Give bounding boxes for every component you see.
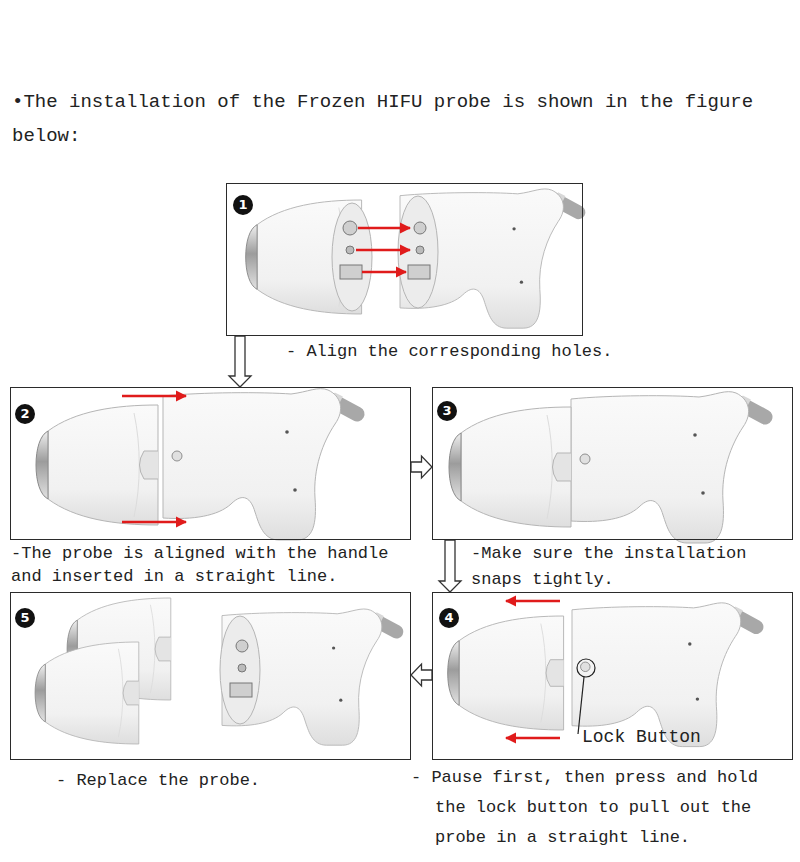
handle <box>571 392 765 543</box>
step-panel: 1- Align the corresponding holes. <box>226 183 583 336</box>
step-caption: -The probe is aligned with the handle an… <box>11 542 411 588</box>
handle-face <box>398 196 438 308</box>
red-arrow <box>122 521 186 524</box>
red-arrow <box>506 737 560 740</box>
pin-hole <box>343 221 357 235</box>
probe-face <box>332 203 372 311</box>
step-caption: - Align the corresponding holes. <box>286 340 626 363</box>
diagram-title: •The installation of the Frozen HIFU pro… <box>12 85 788 153</box>
probe-head <box>449 407 571 527</box>
step-caption: - Pause first, then press and hold the l… <box>411 763 795 853</box>
pin-hole <box>414 222 426 234</box>
step-panel: 2-The probe is aligned with the handle a… <box>10 387 411 540</box>
lock-button-ring <box>577 659 595 677</box>
red-arrow <box>358 227 410 230</box>
flow-arrow <box>229 336 251 387</box>
probe-head <box>448 616 564 730</box>
red-arrow <box>362 271 406 274</box>
step-number: 2 <box>15 404 35 424</box>
connector <box>408 265 430 279</box>
flow-arrow <box>411 456 432 478</box>
hollow-arrow <box>411 456 432 478</box>
connector <box>230 683 252 697</box>
pin-hole <box>236 640 248 652</box>
pin-hole <box>346 246 354 254</box>
flow-arrow <box>439 540 461 592</box>
hollow-arrow <box>411 664 432 686</box>
hollow-arrow <box>229 336 251 387</box>
probe-head <box>35 642 139 744</box>
red-arrow <box>506 600 560 603</box>
step-caption: -Make sure the installation snaps tightl… <box>471 541 791 593</box>
step-panel: 5- Replace the probe. <box>10 592 411 760</box>
probe-head <box>36 405 158 525</box>
red-arrow <box>356 249 410 252</box>
handle <box>163 389 357 540</box>
flow-arrow <box>411 664 432 686</box>
handle <box>572 603 756 747</box>
step-panel: 3-Make sure the installation snaps tight… <box>432 387 793 540</box>
step-number: 3 <box>437 401 457 421</box>
step-number: 1 <box>233 195 253 215</box>
connector <box>340 265 362 279</box>
pin-hole <box>238 664 246 672</box>
red-arrow <box>122 395 186 398</box>
leader-line <box>578 677 584 734</box>
pin-hole <box>416 246 424 254</box>
step-number: 5 <box>15 608 35 628</box>
part-label: Lock Button <box>582 727 701 747</box>
handle-face <box>220 616 260 724</box>
step-caption: - Replace the probe. <box>56 769 396 792</box>
hollow-arrow <box>439 540 461 592</box>
step-number: 4 <box>439 608 459 628</box>
